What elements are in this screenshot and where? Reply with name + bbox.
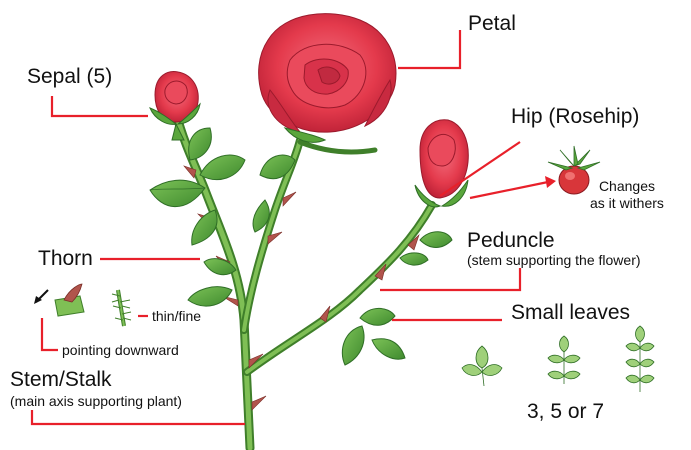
- thin-thorn-stem-icon: [112, 290, 131, 326]
- thorn-detail-icon: [34, 284, 84, 316]
- sepal-leader: [52, 96, 148, 116]
- peduncle-label: Peduncle: [467, 230, 555, 251]
- peduncle-note-label: (stem supporting the flower): [467, 253, 641, 267]
- stem-note-label: (main axis supporting plant): [10, 394, 182, 408]
- thorn-direction-label: pointing downward: [62, 343, 179, 357]
- small-leaves-label: Small leaves: [511, 302, 630, 323]
- rose-bud-icon: [150, 72, 200, 140]
- stem-leader: [32, 410, 245, 424]
- hip-note-label: Changes as it withers: [590, 178, 664, 212]
- petal-leader: [398, 30, 460, 68]
- petal-label: Petal: [468, 13, 516, 34]
- hip-arrow-line: [470, 182, 548, 198]
- leaflet-counts-label: 3, 5 or 7: [527, 401, 604, 422]
- side-stem: [300, 142, 375, 152]
- right-stem: [247, 205, 432, 372]
- leaf-5-leaflets-icon: [548, 336, 580, 384]
- peduncle-leader: [380, 268, 520, 290]
- thorn-label: Thorn: [38, 248, 93, 269]
- hip-label: Hip (Rosehip): [511, 106, 639, 127]
- sepal-label: Sepal (5): [27, 66, 112, 87]
- hip-arrow-head: [545, 176, 556, 188]
- stem-label: Stem/Stalk: [10, 369, 112, 390]
- rose-flower-icon: [259, 14, 396, 143]
- pointing-leader: [42, 318, 58, 350]
- leaf-7-leaflets-icon: [626, 326, 654, 392]
- thorn-type-label: thin/fine: [152, 309, 201, 323]
- leaf-3-leaflets-icon: [462, 346, 502, 386]
